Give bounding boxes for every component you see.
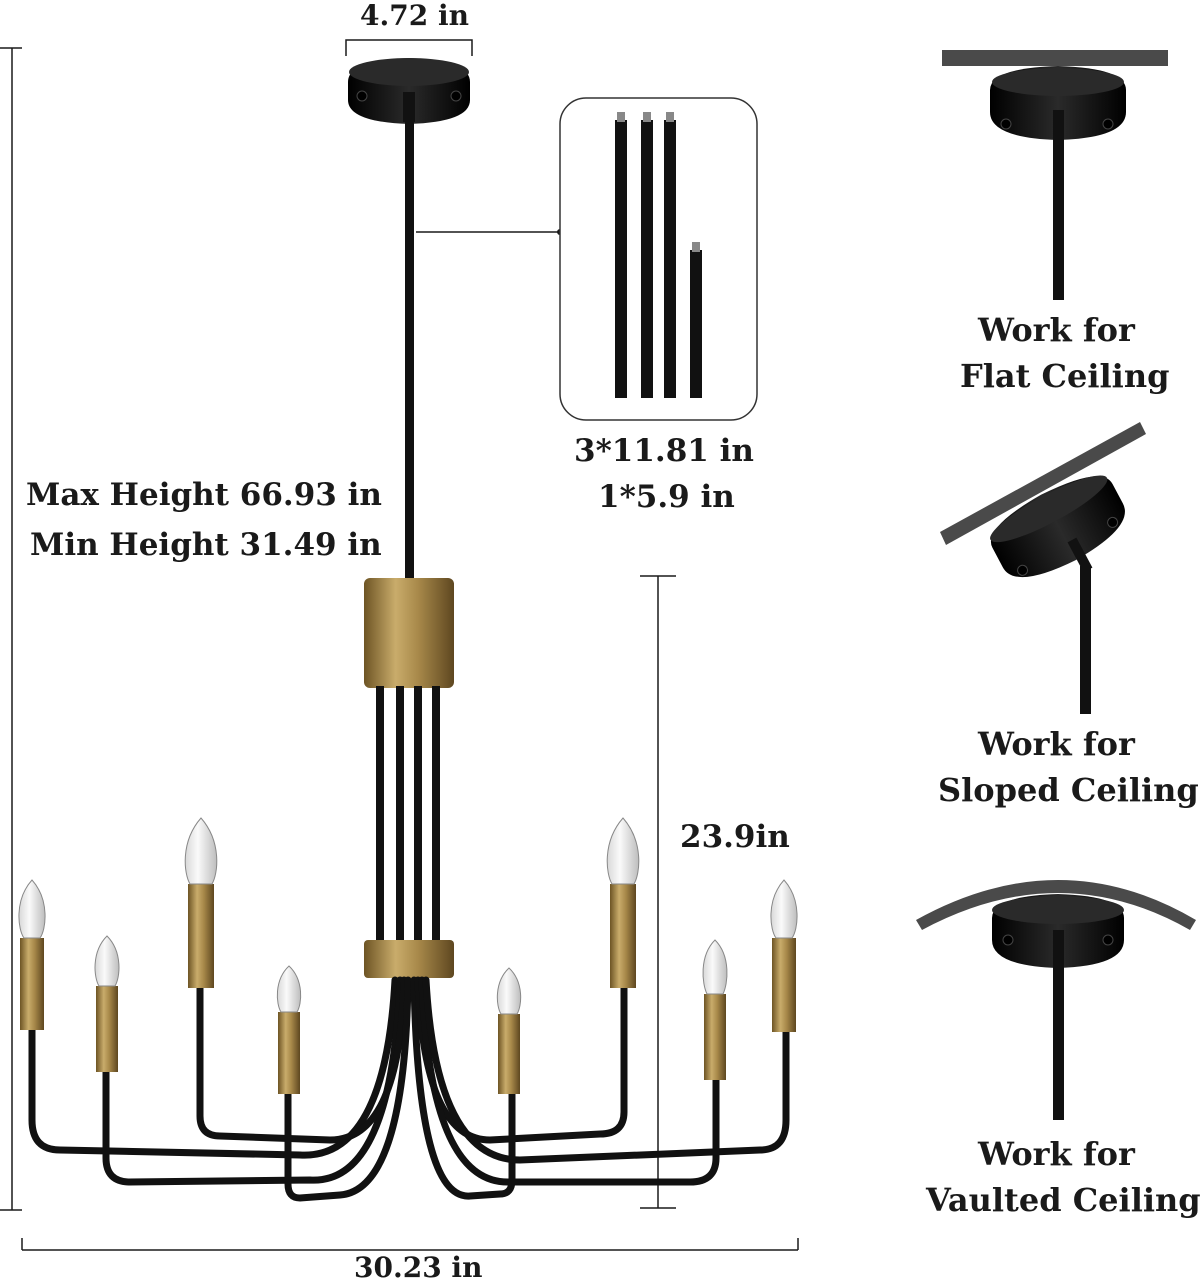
sloped-ceiling-caption-line1: Work for <box>978 725 1135 763</box>
canopy-width-label: 4.72 in <box>360 0 469 32</box>
dimension-lines <box>0 39 799 1251</box>
rods-length-label-1: 3*11.81 in <box>574 433 754 469</box>
canopy-width-bracket <box>345 39 473 56</box>
candle-left-2 <box>94 935 120 1072</box>
extension-rods-box <box>559 97 758 421</box>
candle-left-outer <box>18 879 46 1030</box>
candle-left-3 <box>184 817 218 988</box>
body-height-label: 23.9in <box>680 819 790 855</box>
vaulted-ceiling-diagram <box>916 880 1196 1120</box>
candle-right-3 <box>606 817 640 988</box>
overall-width-label: 30.23 in <box>354 1251 483 1284</box>
candle-right-2 <box>702 939 728 1080</box>
flat-ceiling-diagram <box>942 50 1168 300</box>
rods-length-label-2: 1*5.9 in <box>598 479 735 515</box>
flat-ceiling-caption-line2: Flat Ceiling <box>960 357 1170 395</box>
candle-right-inner <box>496 967 522 1094</box>
sloped-ceiling-caption-line2: Sloped Ceiling <box>938 771 1199 809</box>
candle-right-outer <box>770 879 798 1032</box>
min-height-label: Min Height 31.49 in <box>30 527 382 563</box>
sloped-ceiling-diagram <box>940 422 1146 714</box>
vaulted-ceiling-caption-line1: Work for <box>978 1135 1135 1173</box>
flat-ceiling-caption-line1: Work for <box>978 311 1135 349</box>
candle-left-inner <box>276 965 302 1094</box>
chandelier <box>18 58 798 1202</box>
vaulted-ceiling-caption-line2: Vaulted Ceiling <box>926 1181 1200 1219</box>
max-height-label: Max Height 66.93 in <box>26 477 382 513</box>
